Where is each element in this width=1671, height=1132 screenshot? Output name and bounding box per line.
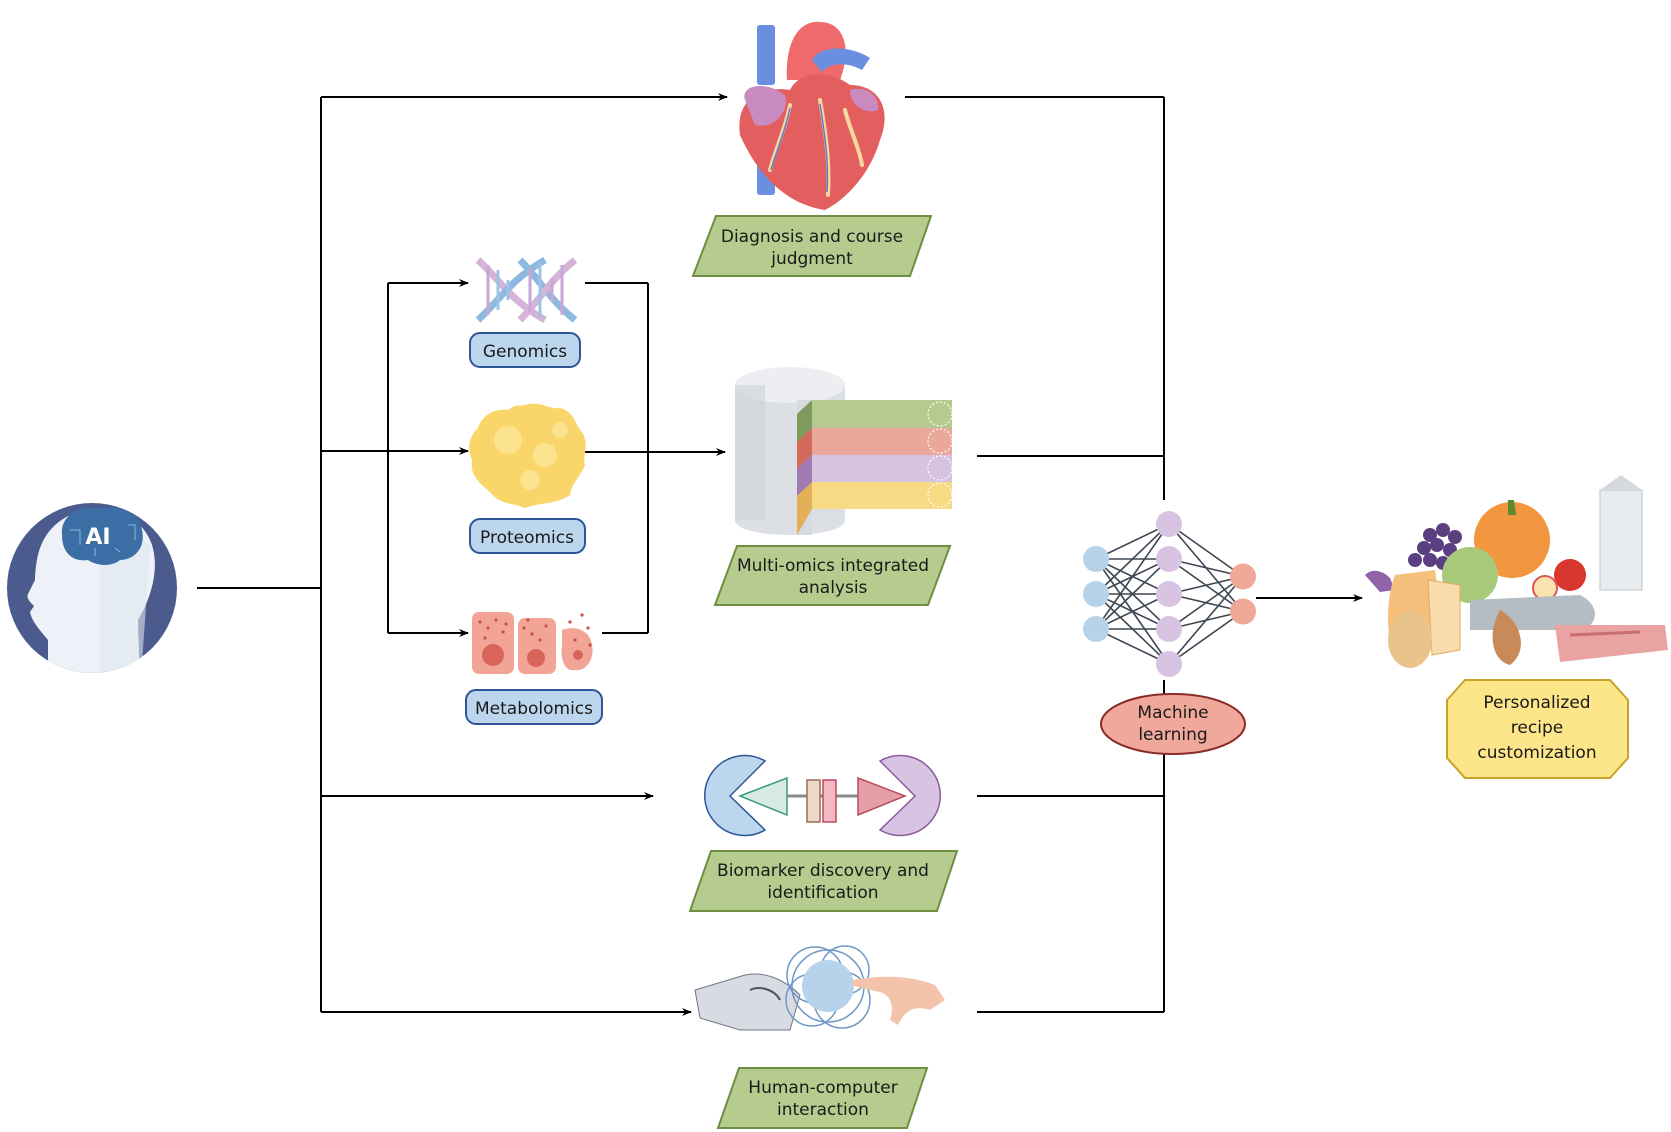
output-label-line2: recipe <box>1511 718 1563 738</box>
label-multiomics: Multi-omics integrated analysis <box>713 545 952 606</box>
nn-edge <box>1168 523 1244 578</box>
biomarker-binding-icon <box>704 754 941 837</box>
nn-input-node <box>1083 581 1109 607</box>
metabolomics-label: Metabolomics <box>475 699 593 719</box>
nn-hidden-node <box>1156 546 1182 572</box>
hci-label-line1: Human-computer <box>748 1078 897 1098</box>
nn-edge <box>1168 575 1244 630</box>
label-diagnosis: Diagnosis and course judgment <box>691 215 933 277</box>
cells-icon <box>472 612 593 674</box>
proteomics-label: Proteomics <box>480 528 574 548</box>
food-basket-icon <box>1365 475 1668 668</box>
connectors <box>197 93 1363 1016</box>
diagnosis-label-line2: judgment <box>770 249 853 269</box>
label-machine-learning: Machine learning <box>1100 693 1246 755</box>
ml-label-line2: learning <box>1138 725 1207 745</box>
neural-network-icon <box>1083 511 1256 677</box>
biomarker-label-line2: identification <box>767 883 878 903</box>
nn-hidden-node <box>1156 616 1182 642</box>
omics-label-proteomics: Proteomics <box>469 518 586 554</box>
dna-helix-icon <box>475 256 578 324</box>
nn-edge <box>1095 593 1170 630</box>
nn-hidden-node <box>1156 581 1182 607</box>
genomics-label: Genomics <box>483 342 567 362</box>
ai-brain-head-icon: AI <box>7 503 177 673</box>
heart-icon <box>739 21 885 211</box>
output-label-line1: Personalized <box>1483 693 1590 713</box>
nn-edge <box>1095 523 1170 630</box>
nn-edge <box>1168 575 1244 665</box>
nn-edge <box>1095 523 1170 595</box>
ai-label: AI <box>85 525 110 550</box>
multiomics-label-line2: analysis <box>799 578 868 598</box>
nn-edge <box>1095 628 1170 665</box>
nn-hidden-node <box>1156 511 1182 537</box>
label-biomarker: Biomarker discovery and identification <box>688 850 959 912</box>
nn-hidden-node <box>1156 651 1182 677</box>
database-cylinder-icon <box>735 367 953 535</box>
label-personalized-recipe: Personalized recipe customization <box>1446 679 1629 779</box>
nn-edge <box>1095 523 1170 560</box>
label-hci: Human-computer interaction <box>716 1067 929 1129</box>
nn-input-node <box>1083 616 1109 642</box>
omics-label-metabolomics: Metabolomics <box>465 689 603 725</box>
multiomics-label-line1: Multi-omics integrated <box>737 556 929 576</box>
omics-label-genomics: Genomics <box>469 332 581 368</box>
robot-human-hand-icon <box>694 945 945 1031</box>
nn-edge <box>1168 610 1244 665</box>
nn-input-node <box>1083 546 1109 572</box>
biomarker-label-line1: Biomarker discovery and <box>717 861 929 881</box>
nn-output-node <box>1230 598 1256 625</box>
hci-label-line2: interaction <box>777 1100 869 1120</box>
protein-blob-icon <box>469 403 586 508</box>
diagnosis-label-line1: Diagnosis and course <box>721 227 903 247</box>
output-label-line3: customization <box>1477 743 1596 763</box>
nn-edge <box>1095 558 1170 630</box>
ml-label-line1: Machine <box>1137 703 1208 723</box>
nn-nodes <box>1083 511 1256 677</box>
nn-output-node <box>1230 563 1256 590</box>
